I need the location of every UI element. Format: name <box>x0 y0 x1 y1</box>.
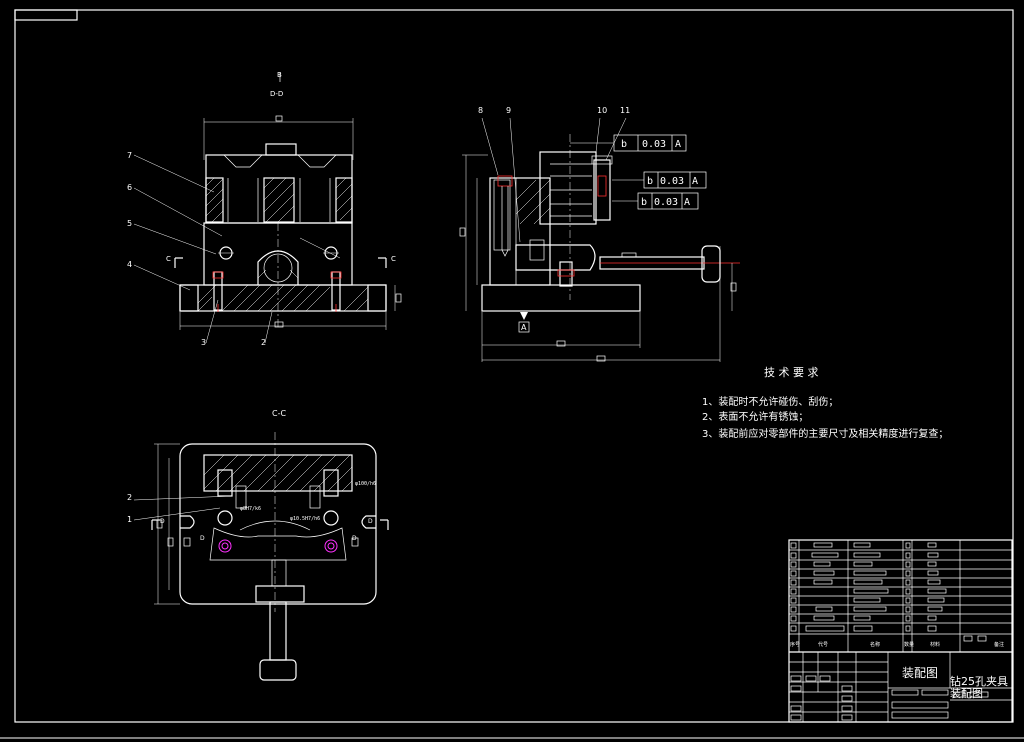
datum-a-label: A <box>521 323 527 332</box>
tech-req-item-1: 1、装配时不允许碰伤、刮伤； <box>702 395 838 408</box>
balloon-front-7: 7 <box>127 151 132 160</box>
balloon-front-6: 6 <box>127 183 132 192</box>
front-section-label: D-D <box>270 90 283 98</box>
tol-1-value: 0.03 <box>642 139 666 150</box>
tol-2-value: 0.03 <box>660 176 684 187</box>
tech-req-title: 技 术 要 求 <box>764 366 819 379</box>
tol-2-symbol: b <box>647 176 653 187</box>
drawing-name-line1: 钻25孔夹具 <box>950 674 1008 688</box>
balloon-side-9: 9 <box>506 106 511 115</box>
balloon-bottom-1: 1 <box>127 515 132 524</box>
tol-1-datum: A <box>675 139 681 150</box>
svg-text:φ100/h6: φ100/h6 <box>355 481 376 487</box>
tol-2-datum: A <box>692 176 698 187</box>
cut-marker-c-right: C <box>391 255 396 263</box>
bottom-section-view: C-C φ100/h6 <box>127 409 389 681</box>
balloon-bottom-2: 2 <box>127 493 132 502</box>
view-arrow-b-label: B <box>277 71 282 79</box>
balloon-side-10: 10 <box>597 106 607 115</box>
tech-requirements: 技 术 要 求 1、装配时不允许碰伤、刮伤； 2、表面不允许有锈蚀； 3、装配前… <box>702 366 948 440</box>
tolerance-frame-3: b 0.03 A <box>612 192 699 210</box>
svg-text:φ8H7/k6: φ8H7/k6 <box>240 506 261 512</box>
balloon-front-4: 4 <box>127 260 132 269</box>
tech-req-item-3: 3、装配前应对零部件的主要尺寸及相关精度进行复查； <box>702 427 948 440</box>
col-header-seq: 序号 <box>790 641 800 648</box>
tol-3-value: 0.03 <box>654 197 678 208</box>
cut-marker-c-left: C <box>166 255 171 263</box>
sheet-corner-tab <box>14 9 78 21</box>
col-header-code: 代号 <box>818 641 828 648</box>
balloon-side-8: 8 <box>478 106 483 115</box>
side-view: A 8 9 10 11 b 0.03 A b 0.03 A <box>459 106 740 362</box>
col-header-name: 名称 <box>870 641 880 648</box>
tol-1-symbol: b <box>621 139 627 150</box>
svg-text:φ10.5H7/h6: φ10.5H7/h6 <box>290 516 320 522</box>
tech-req-item-2: 2、表面不允许有锈蚀； <box>702 410 808 423</box>
cut-marker-d-left-2: D <box>200 535 205 542</box>
tol-3-datum: A <box>684 197 690 208</box>
title-block: 序号 代号 名称 数量 材料 备注 装配图 钻25孔夹具 装配图 <box>788 539 1013 723</box>
bottom-section-label: C-C <box>272 409 286 418</box>
tolerance-frame-1: b 0.03 A <box>570 134 687 152</box>
balloon-front-3: 3 <box>201 338 206 347</box>
cut-marker-d-right-2: D <box>352 535 357 542</box>
balloon-side-11: 11 <box>620 106 630 115</box>
tolerance-frame-2: b 0.03 A <box>612 171 707 189</box>
drawing-type-label: 装配图 <box>902 666 938 680</box>
balloon-front-5: 5 <box>127 219 132 228</box>
tol-3-symbol: b <box>641 197 647 208</box>
sheet-border <box>14 9 1014 723</box>
col-header-material: 材料 <box>930 641 940 648</box>
cut-marker-d-right: D <box>368 518 373 525</box>
col-header-qty: 数量 <box>904 641 914 648</box>
cut-marker-d-left: D <box>160 518 165 525</box>
front-section-view: B D-D <box>127 71 402 347</box>
balloon-front-2: 2 <box>261 338 266 347</box>
col-header-remark: 备注 <box>994 641 1004 648</box>
drawing-name-line2: 装配图 <box>950 687 983 700</box>
